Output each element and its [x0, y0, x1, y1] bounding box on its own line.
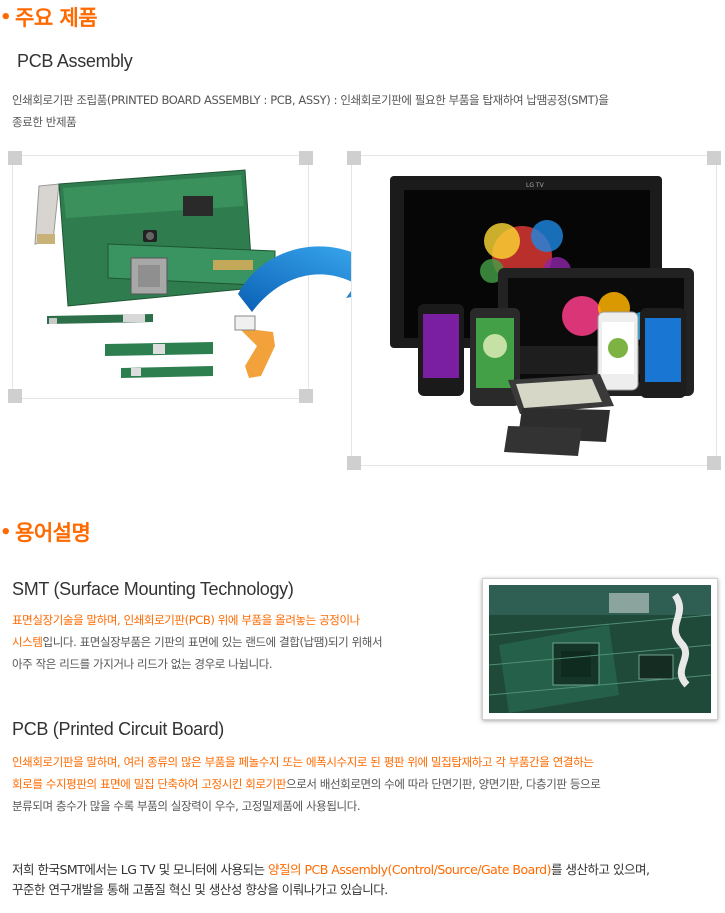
pcb-boards-image: [34, 169, 276, 378]
section-title-text: 용어설명: [15, 521, 91, 545]
pcb-image-frame: [8, 151, 313, 403]
bullet-icon: •: [0, 7, 12, 28]
statement-text: 저희 한국SMT에서는 LG TV 및 모니터에 사용되는: [12, 862, 269, 877]
frame-corner: [347, 456, 361, 470]
smt-title: SMT (Surface Mounting Technology): [12, 579, 294, 599]
statement-text: 꾸준한 연구개발을 통해 고품질 혁신 및 생산성 향상을 이뤄나가고 있습니다…: [12, 882, 388, 897]
smt-text: 아주 작은 리드를 가지거나 리드가 없는 경우로 나뉩니다.: [12, 657, 273, 671]
pcb-text: 으로서 배선회로면의 수에 따라 단면기판, 양면기판, 다층기판 등으로: [286, 777, 601, 791]
statement-highlight: 양질의 PCB Assembly(Control/Source/Gate Boa…: [268, 862, 551, 877]
description-line: 종료한 반제품: [12, 115, 77, 129]
pcb-highlight: 회로를 수지평판의 표면에 밀집 단축하여 고정시킨 회로기판: [12, 777, 287, 791]
section-title-products: •주요 제품: [0, 2, 98, 32]
section-title-terms: •용어설명: [0, 517, 91, 547]
frame-corner: [707, 151, 721, 165]
section-title-text: 주요 제품: [15, 6, 98, 30]
monitor-brand-label: LG TV: [526, 182, 545, 189]
pcb-description: 인쇄회로기판을 말하며, 여러 종류의 많은 부품을 페놀수지 또는 에폭시수지…: [12, 751, 717, 817]
product-title: PCB Assembly: [17, 51, 133, 71]
smt-description: 표면실장기술을 말하며, 인쇄회로기판(PCB) 위에 부품을 올려놓는 공정이…: [12, 609, 462, 675]
bullet-icon: •: [0, 522, 12, 543]
frame-corner: [8, 389, 22, 403]
product-description: 인쇄회로기판 조립품(PRINTED BOARD ASSEMBLY : PCB,…: [12, 89, 712, 133]
frame-corner: [8, 151, 22, 165]
frame-corner: [707, 456, 721, 470]
pcb-title: PCB (Printed Circuit Board): [12, 719, 224, 739]
pcb-text: 분류되며 층수가 많을 수록 부품의 실장력이 우수, 고정밀제품에 사용됩니다…: [12, 799, 361, 813]
smt-highlight: 시스템: [12, 635, 43, 649]
statement-text: 를 생산하고 있으며,: [551, 862, 650, 877]
smt-text: 입니다. 표면실장부품은 기판의 표면에 있는 랜드에 결합(납땜)되기 위해서: [42, 635, 383, 649]
frame-corner: [299, 151, 313, 165]
smt-photo-frame: [482, 578, 718, 720]
circuit-board-photo: [489, 585, 711, 713]
company-statement: 저희 한국SMT에서는 LG TV 및 모니터에 사용되는 양질의 PCB As…: [12, 860, 650, 900]
smt-highlight: 표면실장기술을 말하며, 인쇄회로기판(PCB) 위에 부품을 올려놓는 공정이…: [12, 613, 360, 627]
frame-corner: [347, 151, 361, 165]
description-line: 인쇄회로기판 조립품(PRINTED BOARD ASSEMBLY : PCB,…: [12, 93, 609, 107]
pcb-highlight: 인쇄회로기판을 말하며, 여러 종류의 많은 부품을 페놀수지 또는 에폭시수지…: [12, 755, 594, 769]
electronics-products-image: LG TV: [390, 176, 694, 456]
products-image-frame: LG TV: [347, 151, 721, 470]
frame-corner: [299, 389, 313, 403]
